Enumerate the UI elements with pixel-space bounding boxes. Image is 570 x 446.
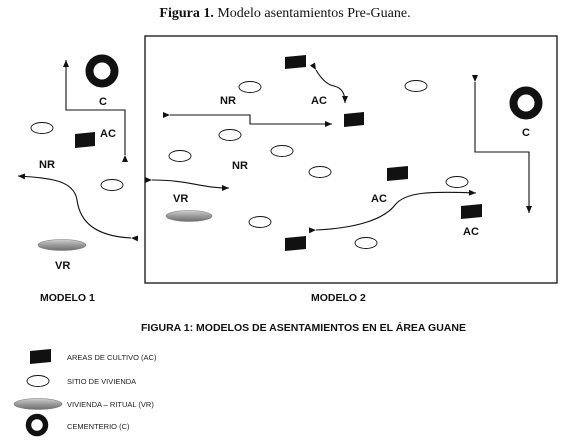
sitio-vivienda-icon bbox=[168, 150, 192, 162]
m2-label-ac-mid: AC bbox=[371, 193, 387, 205]
sitio-vivienda-icon bbox=[238, 81, 262, 93]
sitio-vivienda-icon bbox=[445, 176, 469, 188]
caption-modelo1: MODELO 1 bbox=[40, 292, 95, 304]
area-cultivo-icon bbox=[461, 204, 482, 219]
legend-label-area-cultivo: AREAS DE CULTIVO (AC) bbox=[67, 353, 157, 362]
caption-modelo2: MODELO 2 bbox=[311, 292, 366, 304]
m2-label-c: C bbox=[522, 127, 530, 139]
m1-boundary-arrow bbox=[63, 60, 128, 162]
m2-curved-arrow-top bbox=[309, 62, 348, 104]
m1-label-nr: NR bbox=[39, 159, 55, 171]
sitio-vivienda-icon bbox=[100, 179, 124, 191]
vivienda-ritual-icon bbox=[165, 210, 213, 222]
legend-label-sitio-vivienda: SITIO DE VIVIENDA bbox=[67, 377, 136, 386]
sitio-vivienda-icon bbox=[248, 216, 272, 228]
m1-curved-arrow bbox=[17, 173, 139, 242]
area-cultivo-icon bbox=[285, 236, 306, 251]
sitio-vivienda-icon bbox=[354, 237, 378, 249]
figure-number: Figura 1. bbox=[159, 6, 214, 21]
m2-label-nr-mid: NR bbox=[232, 160, 248, 172]
modelo2-frame bbox=[144, 35, 558, 284]
sitio-vivienda-icon bbox=[404, 80, 428, 92]
sitio-vivienda-icon bbox=[270, 145, 294, 157]
m2-label-ac-right: AC bbox=[463, 226, 479, 238]
cementerio-icon bbox=[509, 86, 543, 120]
figure-title: Modelo asentamientos Pre-Guane. bbox=[217, 6, 411, 21]
legend-cementerio-icon bbox=[25, 413, 49, 437]
sitio-vivienda-icon bbox=[308, 166, 332, 178]
m1-label-ac: AC bbox=[100, 128, 116, 140]
m2-boundary-arrow-right bbox=[472, 75, 532, 213]
m1-label-vr: VR bbox=[55, 260, 70, 272]
sitio-vivienda-icon bbox=[218, 129, 242, 141]
m2-boundary-arrow-top bbox=[163, 112, 332, 127]
figure-caption: FIGURA 1: MODELOS DE ASENTAMIENTOS EN EL… bbox=[141, 321, 466, 334]
m2-arrow-vr bbox=[144, 176, 230, 191]
m2-label-nr-top: NR bbox=[220, 95, 236, 107]
cementerio-icon bbox=[85, 54, 119, 88]
m2-label-ac-top: AC bbox=[311, 95, 327, 107]
area-cultivo-icon bbox=[387, 166, 408, 181]
sitio-vivienda-icon bbox=[30, 122, 54, 134]
vivienda-ritual-icon bbox=[37, 239, 87, 251]
area-cultivo-icon bbox=[344, 112, 364, 127]
figure-header: Figura 1. Modelo asentamientos Pre-Guane… bbox=[0, 6, 570, 22]
legend-area-cultivo-icon bbox=[30, 349, 51, 364]
area-cultivo-icon bbox=[75, 132, 95, 148]
m1-label-c: C bbox=[99, 96, 107, 108]
legend-sitio-vivienda-icon bbox=[26, 375, 50, 387]
m2-label-vr: VR bbox=[173, 193, 188, 205]
legend-vivienda-ritual-icon bbox=[13, 398, 63, 410]
m2-curved-arrow-bottom bbox=[308, 189, 477, 234]
area-cultivo-icon bbox=[285, 55, 306, 69]
legend-label-cementerio: CEMENTERIO (C) bbox=[67, 422, 130, 431]
legend-label-vivienda-ritual: VIVIENDA – RITUAL (VR) bbox=[67, 400, 154, 409]
